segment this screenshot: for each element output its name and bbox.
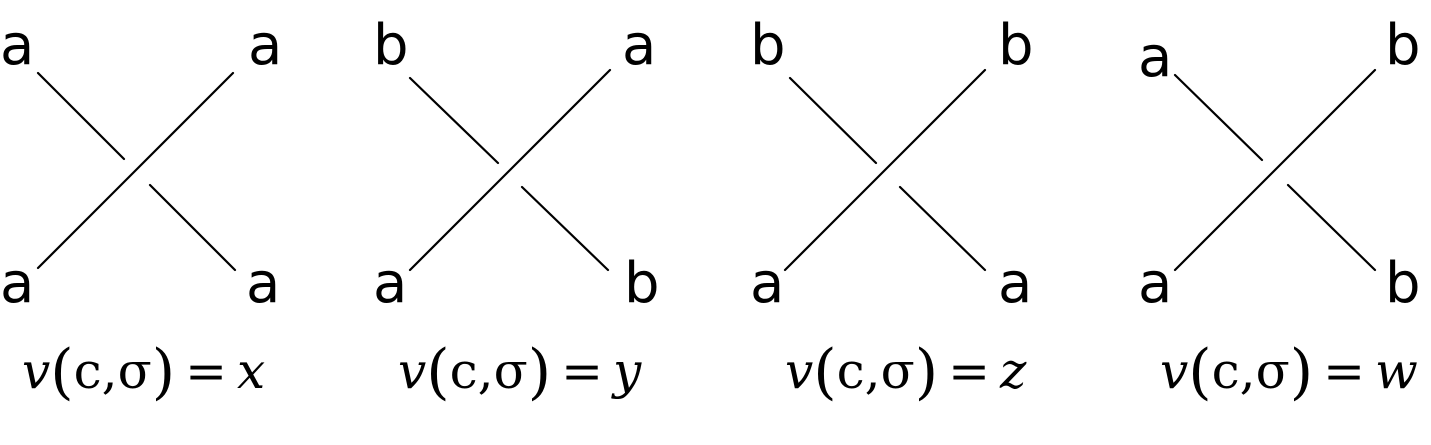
under-strand-lower <box>898 185 987 272</box>
label-top-right: a <box>248 13 282 78</box>
label-bottom-right: a <box>246 251 280 316</box>
label-top-left: b <box>373 13 409 78</box>
under-strand-upper <box>36 71 126 161</box>
crossing-value: v(c,σ)=z <box>785 337 1027 407</box>
crossing-2: b a a b v(c,σ)=y <box>373 13 660 407</box>
under-strand-lower <box>148 183 237 272</box>
under-strand-lower <box>1286 183 1377 272</box>
label-top-right: b <box>998 13 1034 78</box>
over-strand <box>1173 68 1377 272</box>
label-top-left: b <box>750 13 786 78</box>
under-strand-lower <box>520 185 610 272</box>
under-strand-upper <box>788 76 878 165</box>
label-bottom-left: a <box>1138 251 1172 316</box>
crossing-1: a a a a v(c,σ)=x <box>0 13 282 407</box>
over-strand <box>36 71 235 270</box>
label-bottom-left: a <box>750 251 784 316</box>
crossing-value: v(c,σ)=w <box>1160 337 1418 407</box>
under-strand-upper <box>1173 73 1264 162</box>
crossing-value: v(c,σ)=y <box>398 337 642 407</box>
label-bottom-left: a <box>0 251 34 316</box>
over-strand <box>408 68 612 272</box>
under-strand-upper <box>408 76 500 165</box>
label-bottom-right: b <box>624 251 660 316</box>
crossing-3: b b a a v(c,σ)=z <box>750 13 1034 407</box>
label-top-right: a <box>622 13 656 78</box>
label-top-left: a <box>0 13 34 78</box>
label-bottom-left: a <box>373 251 407 316</box>
label-bottom-right: a <box>998 251 1032 316</box>
label-top-right: b <box>1385 13 1421 78</box>
crossing-value: v(c,σ)=x <box>22 337 265 407</box>
label-bottom-right: b <box>1385 251 1421 316</box>
label-top-left: a <box>1138 25 1172 90</box>
crossing-4: a b a b v(c,σ)=w <box>1138 13 1421 407</box>
over-strand <box>783 68 987 272</box>
